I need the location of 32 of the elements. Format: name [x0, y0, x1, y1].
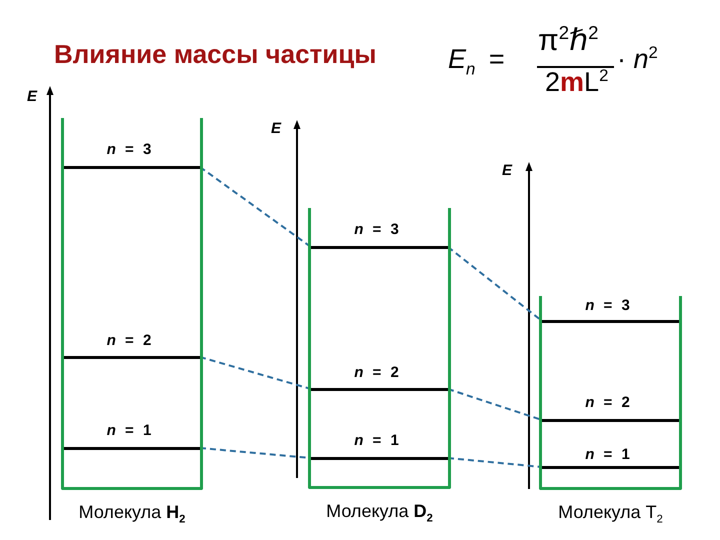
level-label: n = 1 [354, 433, 399, 448]
axis-label: E [502, 163, 512, 178]
level-label: n = 3 [106, 142, 152, 157]
axis-label: E [27, 89, 38, 104]
formula-lhs: E$_{n}$ = [448, 44, 505, 76]
molecule-caption: Молекула D$_{2}$ [326, 501, 433, 523]
energy-level [311, 365, 448, 390]
level-label: n = 3 [354, 222, 399, 237]
energy-level [311, 433, 448, 460]
potential-well [539, 296, 682, 490]
energy-level [311, 222, 448, 248]
formula-factor: · n$^{2}$ [617, 44, 658, 76]
axis-label: E [271, 121, 282, 136]
energy-level [542, 298, 679, 322]
molecule-caption: Молекула T$_{2}$ [558, 502, 663, 524]
formula-denominator: 2mL$^{2}$ [545, 67, 608, 98]
energy-level [542, 447, 679, 468]
potential-well [61, 118, 203, 490]
level-label: n = 2 [354, 365, 399, 380]
energy-level [64, 142, 200, 168]
level-label: n = 1 [106, 423, 152, 438]
diagram-title: Влияние массы частицы [54, 39, 376, 70]
level-label: n = 1 [585, 447, 630, 462]
level-label: n = 2 [106, 333, 152, 348]
energy-level [542, 395, 679, 422]
level-label: n = 3 [585, 298, 630, 313]
molecule-caption: Молекула H$_{2}$ [78, 502, 186, 524]
formula-numerator: π$^{2}$ℏ$^{2}$ [538, 24, 598, 58]
energy-level [64, 423, 200, 450]
level-label: n = 2 [585, 395, 630, 410]
potential-well [308, 208, 451, 489]
energy-level [64, 333, 200, 358]
